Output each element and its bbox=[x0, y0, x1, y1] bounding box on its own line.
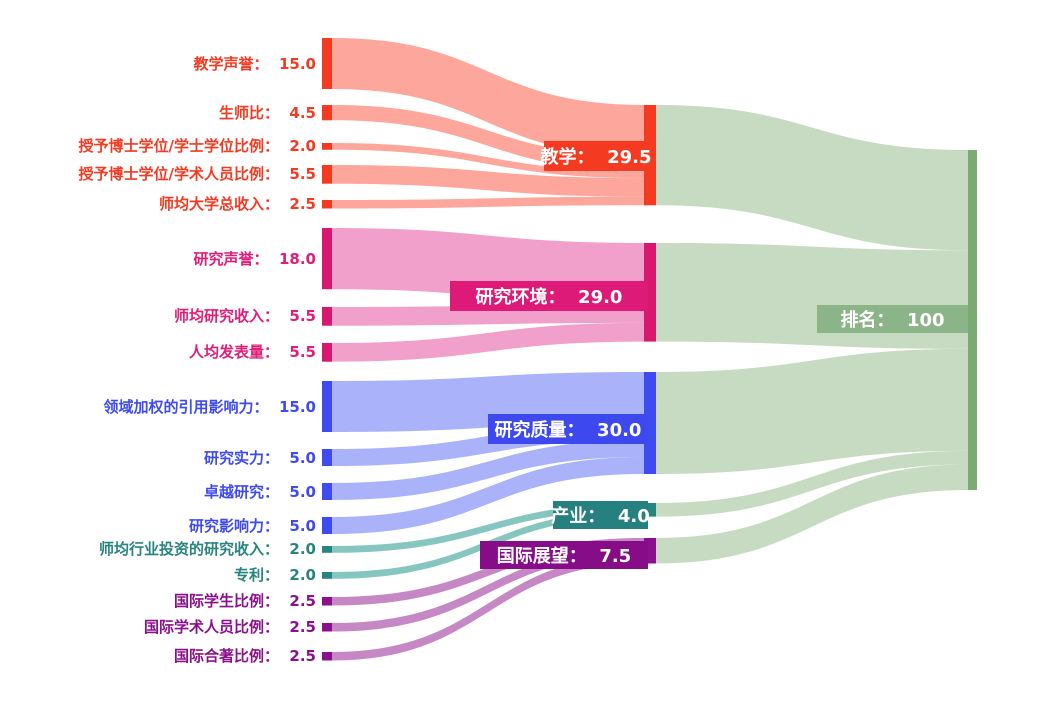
node-intl_staff[interactable] bbox=[322, 623, 332, 632]
link-intl_students-international[interactable] bbox=[332, 538, 644, 606]
node-pubs_per_capita[interactable] bbox=[322, 343, 332, 362]
link-phd_staff-teaching[interactable] bbox=[332, 165, 644, 197]
node-patents[interactable] bbox=[322, 572, 332, 579]
node-rank[interactable] bbox=[968, 150, 977, 490]
link-intl_coauthor-international[interactable] bbox=[332, 555, 644, 661]
node-res_income[interactable] bbox=[322, 307, 332, 326]
node-teaching[interactable] bbox=[644, 105, 656, 206]
link-teaching-rank[interactable] bbox=[656, 105, 968, 251]
node-international[interactable] bbox=[644, 538, 656, 564]
link-industry-rank[interactable] bbox=[656, 450, 968, 517]
link-research_quality-rank[interactable] bbox=[656, 348, 968, 474]
node-res_strength[interactable] bbox=[322, 449, 332, 466]
link-res_rep-research_env[interactable] bbox=[332, 228, 644, 305]
link-res_influence-research_quality[interactable] bbox=[332, 457, 644, 534]
node-phd_bachelor[interactable] bbox=[322, 143, 332, 150]
link-industry_income-industry[interactable] bbox=[332, 503, 644, 553]
node-inst_income[interactable] bbox=[322, 200, 332, 209]
link-res_excellence-research_quality[interactable] bbox=[332, 440, 644, 500]
link-pubs_per_capita-research_env[interactable] bbox=[332, 322, 644, 362]
link-teach_rep-teaching[interactable] bbox=[332, 38, 644, 156]
node-industry_income[interactable] bbox=[322, 546, 332, 553]
node-res_excellence[interactable] bbox=[322, 483, 332, 500]
node-teach_rep[interactable] bbox=[322, 38, 332, 89]
link-international-rank[interactable] bbox=[656, 464, 968, 564]
node-research_env[interactable] bbox=[644, 243, 656, 342]
node-fwci[interactable] bbox=[322, 381, 332, 432]
link-fwci-research_quality[interactable] bbox=[332, 372, 644, 432]
node-res_rep[interactable] bbox=[322, 228, 332, 290]
link-res_income-research_env[interactable] bbox=[332, 304, 644, 326]
link-inst_income-teaching[interactable] bbox=[332, 196, 644, 209]
node-res_influence[interactable] bbox=[322, 517, 332, 534]
node-intl_coauthor[interactable] bbox=[322, 652, 332, 661]
link-research_env-rank[interactable] bbox=[656, 243, 968, 349]
node-phd_staff[interactable] bbox=[322, 165, 332, 184]
node-staff_ratio[interactable] bbox=[322, 105, 332, 121]
node-intl_students[interactable] bbox=[322, 597, 332, 606]
node-research_quality[interactable] bbox=[644, 372, 656, 474]
link-intl_staff-international[interactable] bbox=[332, 546, 644, 632]
node-industry[interactable] bbox=[644, 503, 656, 517]
